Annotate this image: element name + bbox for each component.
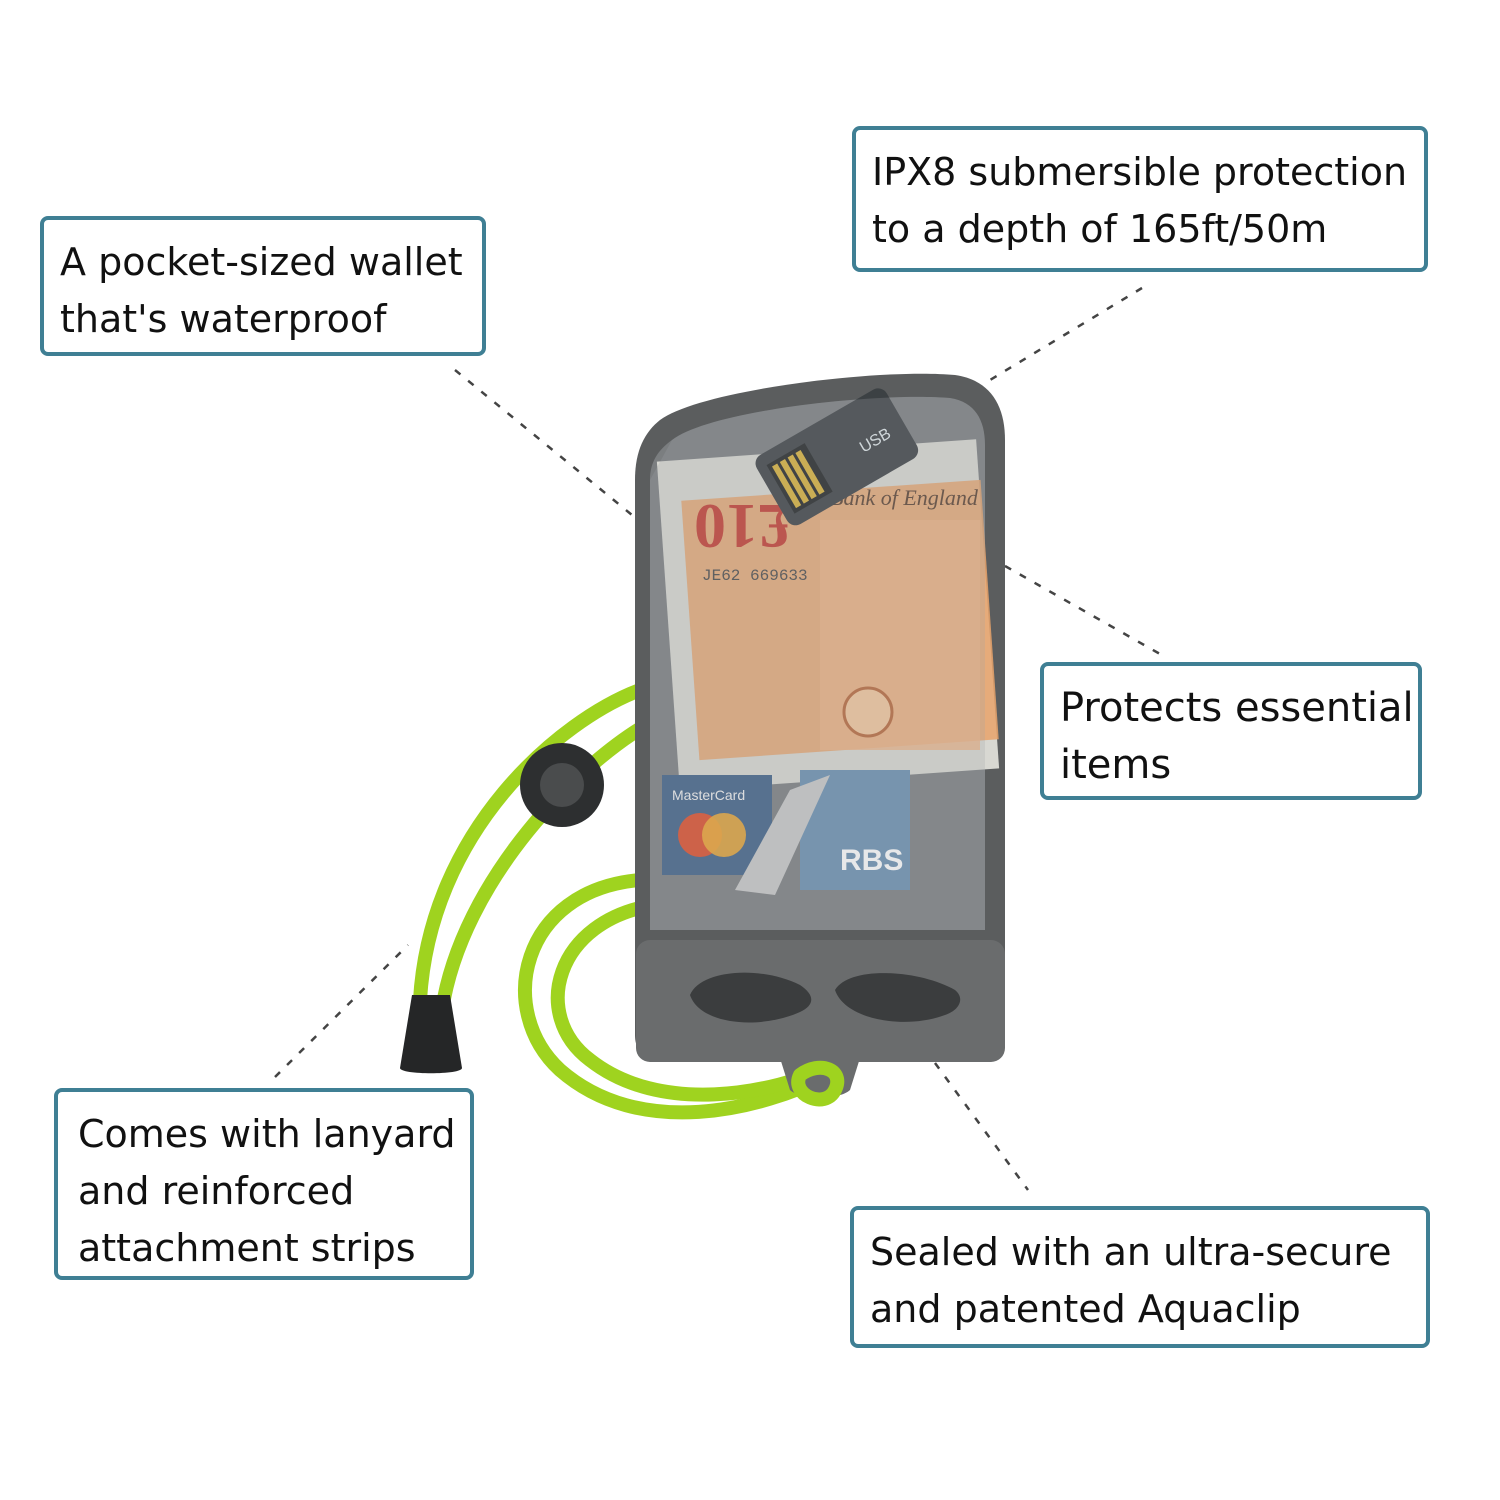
cards: MasterCard RBS bbox=[662, 770, 910, 895]
card-bank: RBS bbox=[840, 844, 903, 877]
callout-ipx8-protection: IPX8 submersible protection to a depth o… bbox=[852, 126, 1428, 272]
usb-reader: USB bbox=[755, 388, 919, 526]
window-gloss bbox=[650, 396, 985, 930]
callout-lanyard-line-3: attachment strips bbox=[78, 1226, 416, 1270]
lanyard-cord bbox=[413, 683, 842, 1120]
leader-line-protects bbox=[1004, 564, 1161, 656]
aquaclip-knob-right bbox=[835, 973, 961, 1022]
callout-protects-line-2: items bbox=[1060, 742, 1172, 788]
callout-ipx8-line-1: IPX8 submersible protection bbox=[872, 150, 1408, 194]
callout-sealed-line-1: Sealed with an ultra-secure bbox=[870, 1230, 1392, 1274]
aquaclip-knob-left bbox=[690, 972, 812, 1023]
pouch: £10 JE62 669633 Bank of England USB Mast… bbox=[635, 373, 1005, 1098]
aquaclip-bar bbox=[636, 940, 1005, 1062]
card-brand: MasterCard bbox=[672, 787, 745, 803]
leader-line-sealed bbox=[933, 1062, 1030, 1191]
callout-pocket-line-2: that's waterproof bbox=[60, 297, 387, 341]
banknote-serial: JE62 669633 bbox=[702, 567, 808, 585]
callout-sealed-line-2: and patented Aquaclip bbox=[870, 1287, 1301, 1331]
key bbox=[735, 775, 830, 895]
banknote-value: £10 bbox=[694, 491, 790, 562]
callout-protects-items: Protects essential items bbox=[1040, 662, 1422, 800]
leader-line-lanyard bbox=[274, 944, 409, 1078]
callout-lanyard-line-1: Comes with lanyard bbox=[78, 1112, 456, 1156]
callout-ipx8-line-2: to a depth of 165ft/50m bbox=[872, 207, 1328, 251]
callout-pocket-line-1: A pocket-sized wallet bbox=[60, 240, 463, 284]
banknote: £10 JE62 669633 Bank of England bbox=[656, 439, 1000, 791]
leader-lines bbox=[274, 286, 1161, 1191]
leader-line-ipx8 bbox=[984, 286, 1143, 385]
callout-pocket-sized: A pocket-sized wallet that's waterproof bbox=[40, 216, 486, 356]
leader-line-pocket bbox=[454, 369, 633, 516]
banknote-seal bbox=[842, 686, 894, 738]
callout-lanyard-line-2: and reinforced bbox=[78, 1169, 355, 1213]
callout-aquaclip: Sealed with an ultra-secure and patented… bbox=[850, 1206, 1430, 1348]
lanyard-front bbox=[791, 1060, 845, 1107]
cord-lock-button bbox=[540, 763, 584, 807]
callout-lanyard: Comes with lanyard and reinforced attach… bbox=[54, 1088, 474, 1280]
cord-end-icon bbox=[400, 995, 462, 1074]
callout-protects-line-1: Protects essential bbox=[1060, 685, 1414, 731]
